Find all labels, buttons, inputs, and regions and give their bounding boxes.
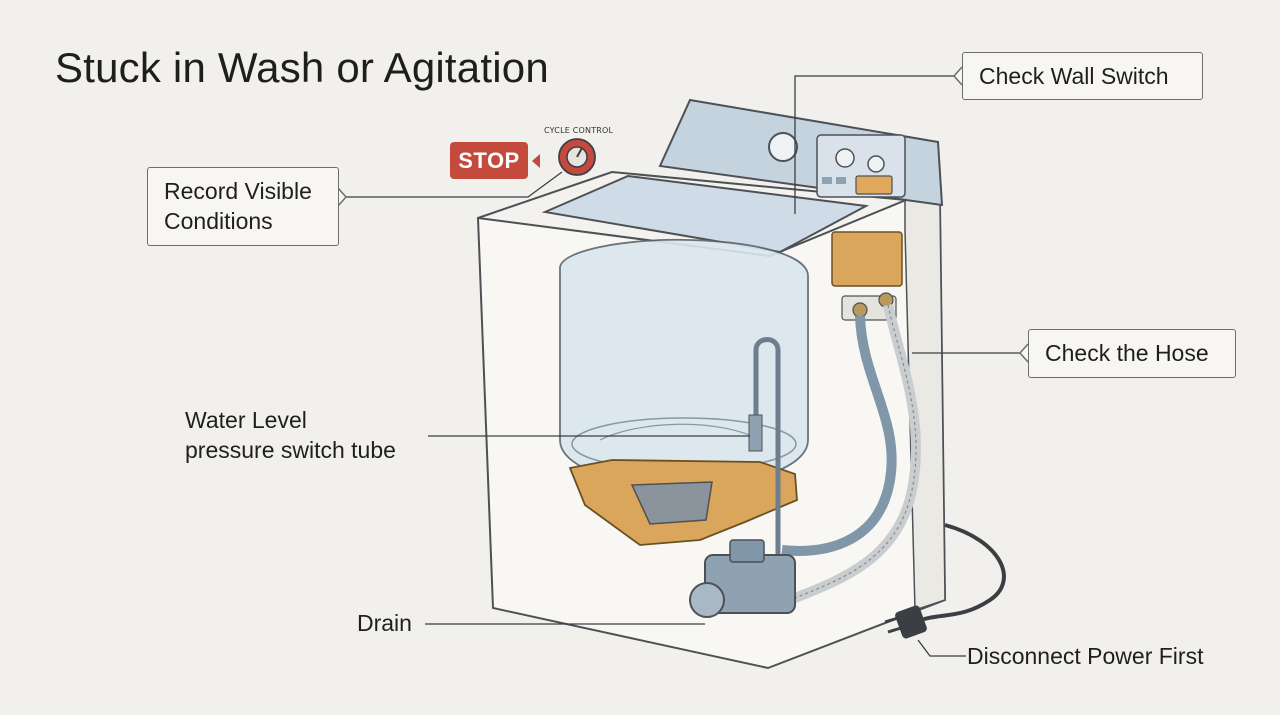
label-line-1: Water Level (185, 407, 307, 433)
motor-base (568, 459, 798, 546)
leader-lines (338, 75, 1028, 657)
page-title: Stuck in Wash or Agitation (55, 44, 549, 91)
label-line-2: pressure switch tube (185, 437, 396, 463)
callout-check-the-hose: Check the Hose (1028, 329, 1236, 378)
power-cord (884, 523, 1006, 639)
callout-check-wall-switch: Check Wall Switch (962, 52, 1203, 100)
callout-pointers (337, 66, 1029, 363)
callout-text: Check the Hose (1045, 340, 1209, 366)
washer-tub (541, 174, 870, 488)
callout-line-1: Record Visible (164, 178, 312, 204)
label-drain: Drain (357, 610, 412, 636)
cycle-control-knob (532, 138, 596, 176)
label-water-level: Water Level pressure switch tube (185, 405, 396, 465)
drain-pump (689, 539, 796, 618)
callout-record-visible-conditions: Record Visible Conditions (147, 167, 339, 246)
control-panel (658, 98, 944, 207)
callout-line-2: Conditions (164, 208, 273, 234)
hoses (781, 303, 922, 605)
callout-text: Check Wall Switch (979, 63, 1169, 89)
cycle-control-label: CYCLE CONTROL (544, 126, 614, 135)
label-disconnect-power-first: Disconnect Power First (967, 643, 1204, 669)
rear-connector-panel (831, 231, 903, 321)
pressure-switch-tube (748, 337, 781, 555)
stop-sign: STOP (450, 142, 528, 179)
